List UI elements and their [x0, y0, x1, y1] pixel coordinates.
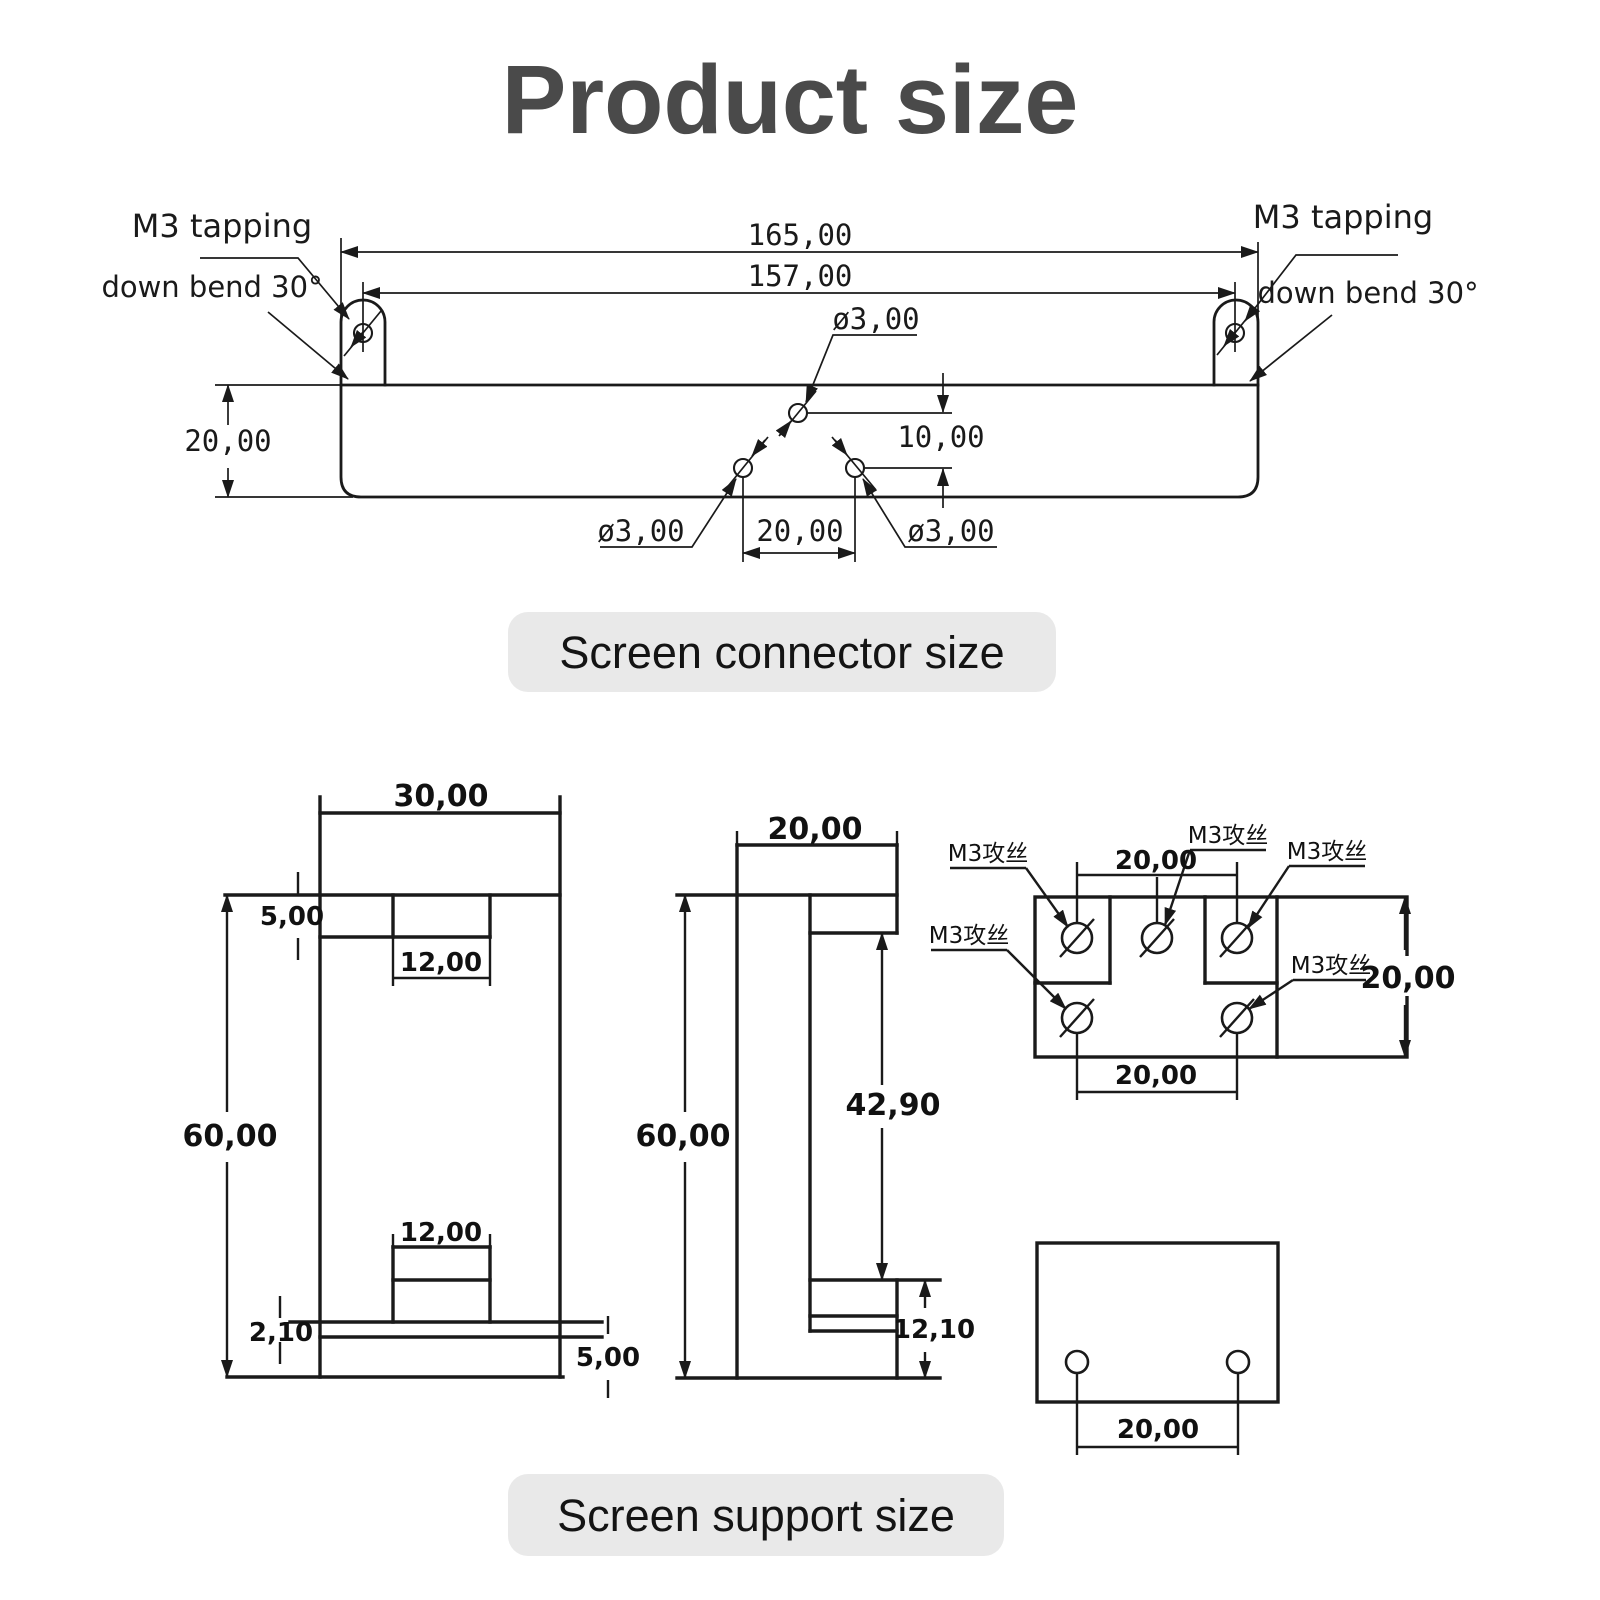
- dim-front-notch-5: 5,00: [260, 902, 324, 932]
- support-front-texts: 30,00 5,00 12,00 60,00 12,00 2,10 5,00: [183, 779, 641, 1373]
- label-m3-tapping-left: M3 tapping: [132, 207, 312, 245]
- label-down-bend-right: down bend 30°: [1257, 276, 1478, 310]
- label-tap-top-middle: M3攻丝: [1188, 823, 1268, 849]
- label-tap-mid-right: M3攻丝: [1291, 953, 1371, 979]
- connector-caption-pill: [508, 612, 1056, 692]
- dim-157: 157,00: [748, 259, 853, 293]
- dim-side-height-60: 60,00: [636, 1119, 731, 1154]
- dim-front-base-5: 5,00: [576, 1343, 640, 1373]
- connector-hole-slashes: [343, 310, 1253, 491]
- support-side-texts: 20,00 60,00 42,90 12,10: [636, 812, 976, 1345]
- support-bottom-view: 20,00: [1035, 1241, 1280, 1455]
- support-caption-pill: [508, 1474, 1004, 1556]
- dim-hole-center: ø3,00: [832, 302, 919, 336]
- support-plan-leaders: [931, 848, 1369, 1011]
- label-m3-tapping-right: M3 tapping: [1253, 198, 1433, 236]
- support-front-dimensions: [221, 872, 610, 1398]
- dim-front-gap-2-10: 2,10: [249, 1318, 313, 1348]
- support-caption: Screen support size: [557, 1490, 955, 1541]
- label-tap-top-right: M3攻丝: [1287, 839, 1367, 865]
- dim-hole-right: ø3,00: [907, 514, 994, 548]
- support-plan-texts: M3攻丝 M3攻丝 M3攻丝 M3攻丝 M3攻丝 20,00 20,00 20,…: [929, 823, 1456, 1091]
- dim-bottom-view-20: 20,00: [1117, 1415, 1199, 1445]
- dim-depth-bg: [1366, 956, 1450, 996]
- dim-height-20: 20,00: [184, 424, 271, 458]
- dim-spacing-20: 20,00: [756, 514, 843, 548]
- dim-front-height-60: 60,00: [183, 1119, 278, 1154]
- connector-dimension-lines: [215, 238, 1259, 562]
- dim-plan-bottom-20: 20,00: [1115, 1061, 1197, 1091]
- dim-side-foot-12-10: 12,10: [893, 1315, 975, 1345]
- connector-leader-lines: [200, 254, 1398, 548]
- dim-side-slot-42-90: 42,90: [846, 1088, 941, 1123]
- dim-front-width-30: 30,00: [394, 779, 489, 814]
- label-down-bend-left: down bend 30°: [101, 270, 322, 304]
- dim-plan-top-20: 20,00: [1115, 846, 1197, 876]
- support-front-outline: [223, 795, 604, 1379]
- page-title: Product size: [502, 45, 1079, 154]
- connector-texts: M3 tapping down bend 30° M3 tapping down…: [101, 198, 1478, 548]
- support-side-dimensions: [679, 894, 931, 1379]
- dim-front-notch-12-top: 12,00: [400, 948, 482, 978]
- connector-part-outline: [339, 298, 1260, 499]
- dim-165: 165,00: [748, 218, 853, 252]
- dim-hole-left: ø3,00: [597, 514, 684, 548]
- label-tap-mid-left: M3攻丝: [929, 923, 1009, 949]
- dim-front-notch-12-bottom: 12,00: [400, 1218, 482, 1248]
- dim-offset-10: 10,00: [897, 420, 984, 454]
- dim-side-width-20: 20,00: [768, 812, 863, 847]
- support-plan-dimensions: [1075, 862, 1411, 1100]
- label-tap-top-left: M3攻丝: [948, 841, 1028, 867]
- dim-plan-depth-20: 20,00: [1361, 961, 1456, 996]
- connector-caption: Screen connector size: [559, 627, 1004, 678]
